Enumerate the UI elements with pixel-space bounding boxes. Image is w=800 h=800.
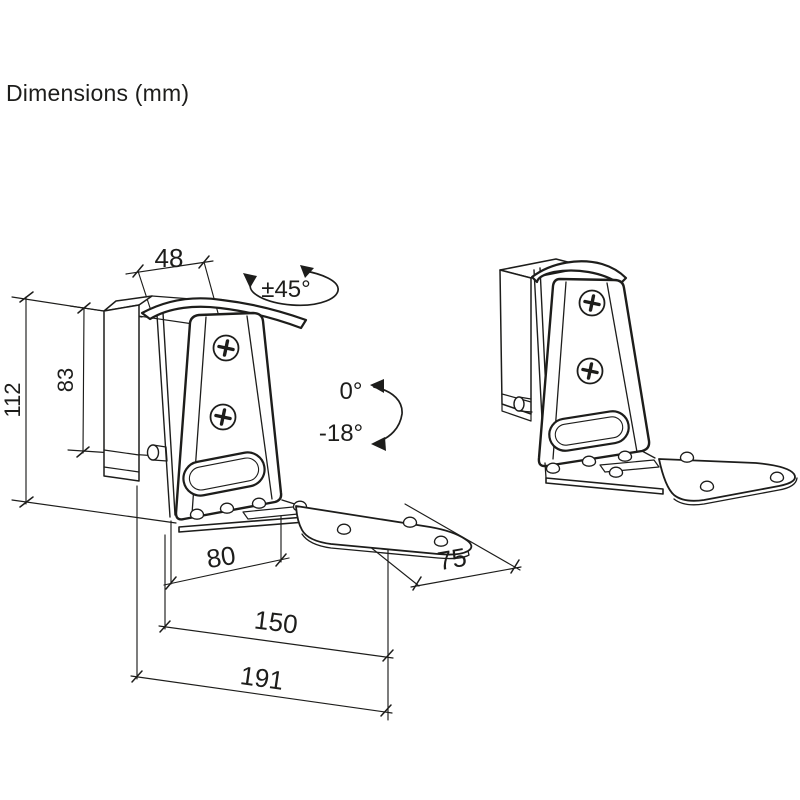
dim-150-label: 150: [252, 604, 300, 640]
tilt-arrow: [370, 379, 403, 451]
dim-83-label: 83: [53, 367, 78, 393]
dim-75-label: 75: [435, 541, 469, 577]
left-bracket-drawing: [103, 295, 473, 560]
dim-112-label: 112: [0, 382, 25, 418]
phillips-screw-icon: [211, 333, 241, 363]
tilt-down-label: -18°: [318, 420, 364, 447]
right-bracket-drawing: [499, 258, 798, 506]
phillips-screw-icon: [577, 288, 607, 318]
page-title: Dimensions (mm): [6, 80, 190, 106]
tilt-zero-label: 0°: [339, 378, 363, 405]
swivel-arrow: [243, 265, 339, 307]
dim-191-label: 191: [238, 660, 286, 696]
dim-48-label: 48: [154, 243, 184, 273]
phillips-screw-icon: [575, 356, 605, 386]
phillips-screw-icon: [208, 402, 238, 432]
dim-80-label: 80: [204, 539, 238, 575]
swivel-angle-label: ±45°: [261, 276, 311, 303]
